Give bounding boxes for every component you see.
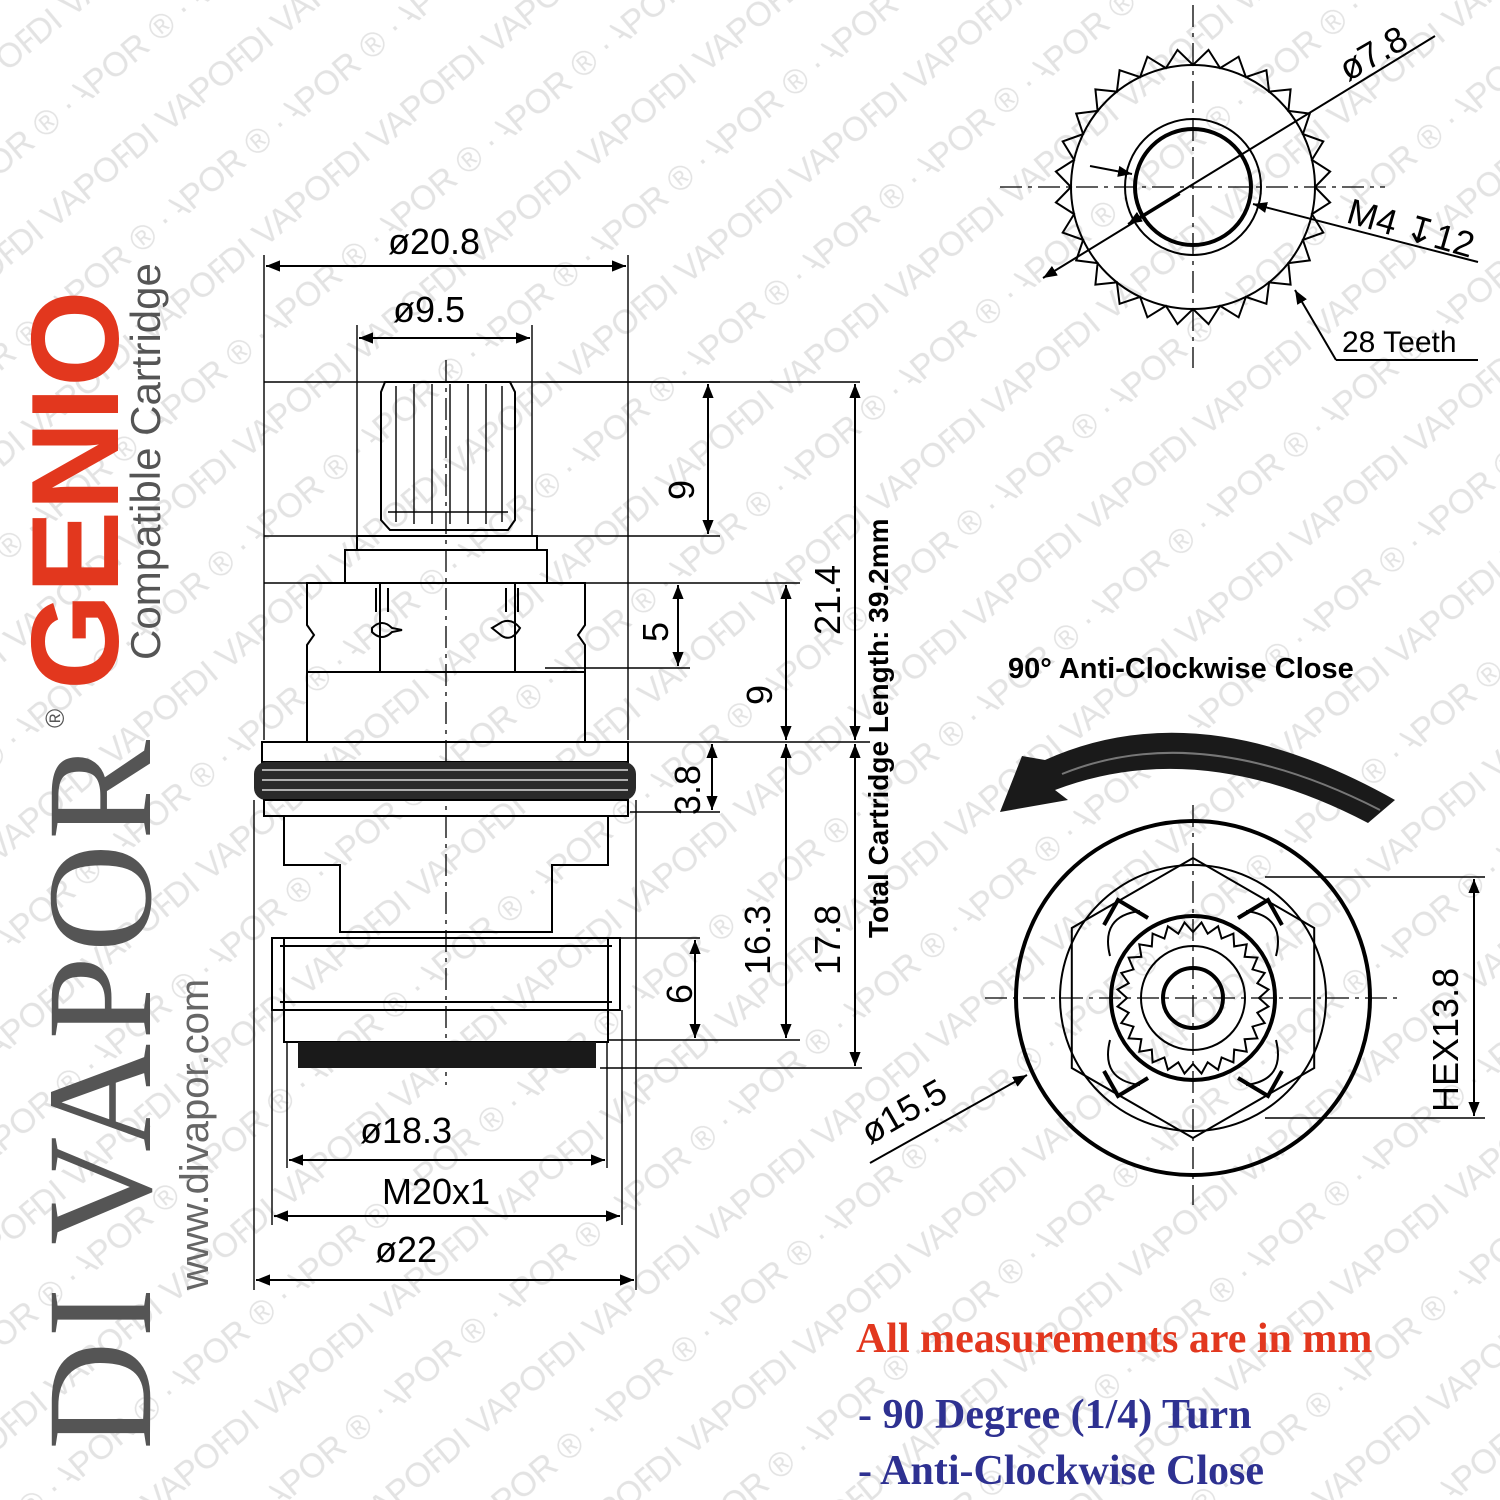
dim-hex: HEX13.8 [1425, 968, 1466, 1112]
outer-body-circle [1014, 819, 1372, 1177]
total-length-label: Total Cartridge Length: 39.2mm [863, 518, 894, 938]
dim-thread-height: 6 [659, 984, 700, 1004]
notes-item-close: - Anti-Clockwise Close [858, 1448, 1264, 1494]
notes-item-turn: - 90 Degree (1/4) Turn [858, 1392, 1252, 1438]
brand-logo: DI VAPOR [17, 736, 183, 1450]
dim-lower-total: 17.8 [807, 905, 848, 975]
dim-hex-height: 5 [635, 622, 676, 642]
inner-ring [1109, 914, 1277, 1082]
dim-upper-total: 21.4 [807, 565, 848, 635]
dim-body-height: 9 [739, 685, 780, 705]
notes-heading: All measurements are in mm [856, 1316, 1372, 1362]
body-neck [283, 815, 609, 933]
product-name: GENIO [7, 290, 145, 690]
dim-seal-diameter: ø18.3 [360, 1110, 452, 1151]
small-gear-teeth [1115, 920, 1271, 1076]
dim-spline-height: 9 [661, 480, 702, 500]
dim-teeth-count: 28 Teeth [1342, 326, 1457, 359]
dim-spline-diameter: ø9.5 [393, 289, 465, 330]
spring-pin-left [371, 622, 403, 638]
hex-circle [1059, 864, 1327, 1132]
o-ring [254, 762, 636, 800]
spring-pin-right [490, 619, 522, 639]
spline-stem [380, 381, 516, 531]
bore-outer [1124, 118, 1262, 256]
side-view-drawing: ø20.8 ø9.5 ø18.3 M20x1 ø22 9 5 9 21.4 3.… [253, 221, 894, 1290]
dim-thread: M20x1 [382, 1171, 490, 1212]
bore-inner [1133, 127, 1253, 247]
dim-lower-inner: 16.3 [737, 905, 778, 975]
dim-outer-top: ø20.8 [388, 221, 480, 262]
measurement-notes: All measurements are in mm - 90 Degree (… [856, 1316, 1372, 1494]
base-seal [298, 1042, 596, 1068]
extension-lines [253, 255, 870, 1290]
hex-outline [1070, 856, 1316, 1140]
website-link[interactable]: www.divapor.com [173, 979, 217, 1291]
retaining-tabs [1102, 897, 1284, 1099]
brand-block: DI VAPOR ® GENIO Compatible Cartridge ww… [7, 263, 217, 1450]
spline-ridges [388, 384, 508, 524]
product-subtitle: Compatible Cartridge [122, 263, 169, 660]
dim-oring: 3.8 [667, 765, 708, 815]
rotation-label: 90° Anti-Clockwise Close [1008, 653, 1354, 685]
center-bore [1161, 966, 1225, 1030]
registered-mark: ® [40, 709, 70, 728]
gear-root-circle [1070, 64, 1316, 310]
dim-base-diameter: ø22 [375, 1229, 437, 1270]
anti-clockwise-arrow [1000, 732, 1395, 823]
